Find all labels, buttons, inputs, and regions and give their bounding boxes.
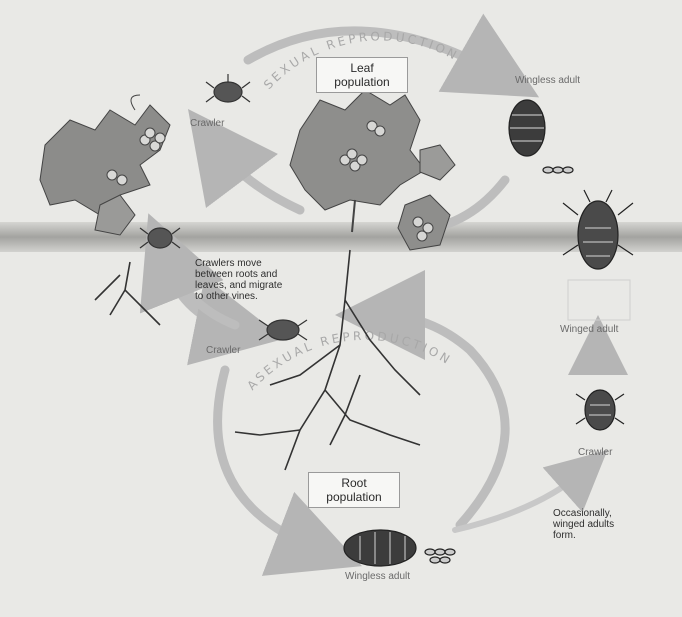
- occasionally-line-3: form.: [553, 530, 614, 541]
- leaf-population-line-1: Leaf: [321, 61, 403, 75]
- crawler-insect-middle: [259, 320, 307, 340]
- vine-leaves-illustration: [40, 95, 170, 235]
- wingless-adult-label-bottom: Wingless adult: [345, 571, 410, 582]
- root-population-box: Root population: [308, 472, 400, 508]
- crawler-insect-right: [576, 390, 624, 430]
- occasionally-line-1: Occasionally,: [553, 508, 614, 519]
- crawler-label-middle: Crawler: [206, 345, 240, 356]
- crawlers-move-line-1: Crawlers move: [195, 258, 282, 269]
- occasionally-winged-note: Occasionally, winged adults form.: [553, 508, 614, 541]
- wingless-adult-label-top: Wingless adult: [515, 76, 585, 86]
- wingless-adult-insect-bottom: [344, 530, 455, 566]
- root-population-line-2: population: [313, 490, 395, 504]
- wingless-adult-insect-top: [509, 100, 573, 173]
- occasionally-line-2: winged adults: [553, 519, 614, 530]
- crawler-label-right: Crawler: [578, 447, 612, 458]
- crawlers-move-note: Crawlers move between roots and leaves, …: [195, 258, 282, 302]
- crawlers-move-line-4: to other vines.: [195, 291, 282, 302]
- crawler-insect-top: [206, 74, 250, 102]
- winged-adult-label: Winged adult: [560, 324, 618, 335]
- root-population-line-1: Root: [313, 476, 395, 490]
- winged-adult-frame: [568, 280, 630, 320]
- crawlers-move-line-3: leaves, and migrate: [195, 280, 282, 291]
- leaf-population-line-2: population: [321, 75, 403, 89]
- crawlers-move-line-2: between roots and: [195, 269, 282, 280]
- leaf-population-box: Leaf population: [316, 57, 408, 93]
- crawler-label-top: Crawler: [190, 118, 224, 129]
